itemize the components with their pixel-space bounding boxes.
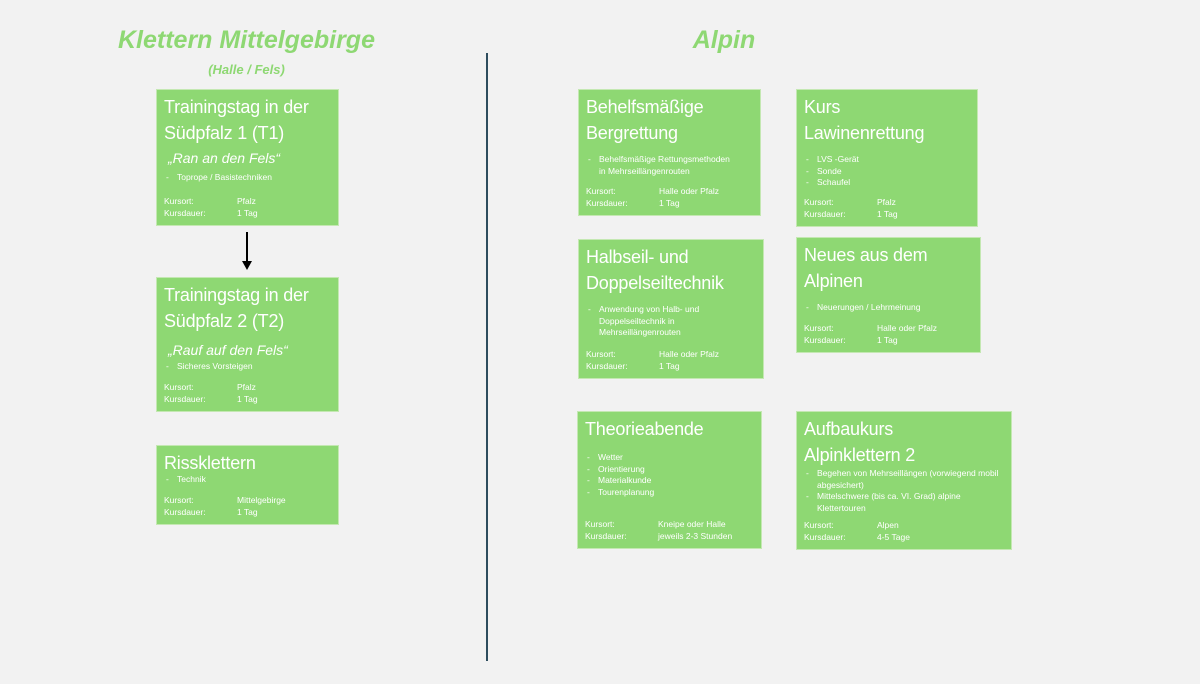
course-meta: Kursort: Kneipe oder Halle Kursdauer: jewe…: [585, 518, 755, 542]
course-title: Trainingstag in der Südpfalz 2 (T2): [164, 285, 309, 331]
course-topics: Neuerungen / Lehrmeinung: [804, 302, 973, 314]
duration-label: Kursdauer:: [804, 335, 846, 345]
location-value: Alpen: [877, 520, 899, 530]
location-value: Mittelgebirge: [237, 495, 286, 505]
duration-label: Kursdauer:: [804, 209, 846, 219]
location-value: Pfalz: [237, 382, 256, 392]
course-topic: Orientierung: [587, 464, 754, 476]
course-card-t2[interactable]: Trainingstag in der Südpfalz 2 (T2) „Rau…: [156, 277, 339, 412]
duration-value: jeweils 2-3 Stunden: [658, 531, 733, 541]
location-value: Pfalz: [237, 196, 256, 206]
location-value: Halle oder Pfalz: [659, 349, 720, 359]
location-label: Kursort:: [804, 323, 834, 333]
duration-label: Kursdauer:: [586, 361, 628, 371]
duration-value: 1 Tag: [237, 208, 258, 218]
location-label: Kursort:: [586, 186, 616, 196]
duration-label: Kursdauer:: [164, 208, 206, 218]
course-card-lawinenrettung[interactable]: Kurs Lawinenrettung LVS -Gerät Sonde Sch…: [796, 89, 978, 227]
duration-label: Kursdauer:: [164, 507, 206, 517]
duration-value: 1 Tag: [237, 507, 258, 517]
course-topic: Begehen von Mehrseillängen (vorwiegend m…: [806, 468, 1000, 491]
connector-arrow-line: [246, 232, 248, 262]
location-label: Kursort:: [586, 349, 616, 359]
course-meta: Kursort: Pfalz Kursdauer: 1 Tag: [164, 381, 332, 405]
section-subtitle-mittelgebirge: (Halle / Fels): [208, 62, 285, 77]
duration-value: 1 Tag: [237, 394, 258, 404]
course-topics: Behelfsmäßige Rettungsmethoden in Mehrse…: [586, 154, 753, 177]
duration-value: 1 Tag: [877, 335, 898, 345]
location-label: Kursort:: [164, 196, 194, 206]
course-card-rissklettern[interactable]: Rissklettern Technik Kursort: Mittelgebir…: [156, 445, 339, 525]
course-meta: Kursort: Halle oder Pfalz Kursdauer: 1 Tag: [586, 348, 757, 372]
course-topic: Sicheres Vorsteigen: [166, 361, 331, 373]
course-card-aufbaukurs-alpinklettern[interactable]: Aufbaukurs Alpinklettern 2 Begehen von M…: [796, 411, 1012, 550]
course-meta: Kursort: Halle oder Pfalz Kursdauer: 1 Tag: [586, 185, 754, 209]
location-label: Kursort:: [804, 197, 834, 207]
course-topic: Mittelschwere (bis ca. VI. Grad) alpine …: [806, 491, 1000, 514]
course-meta: Kursort: Halle oder Pfalz Kursdauer: 1 Tag: [804, 322, 974, 346]
location-label: Kursort:: [585, 519, 615, 529]
course-tagline: „Ran an den Fels“: [168, 150, 281, 166]
course-topic: Wetter: [587, 452, 754, 464]
location-value: Pfalz: [877, 197, 896, 207]
course-topic: Behelfsmäßige Rettungsmethoden in Mehrse…: [588, 154, 733, 177]
course-topics: Sicheres Vorsteigen: [164, 361, 331, 373]
section-title-mittelgebirge: Klettern Mittelgebirge: [118, 26, 375, 54]
location-value: Halle oder Pfalz: [659, 186, 720, 196]
location-value: Halle oder Pfalz: [877, 323, 938, 333]
course-topic: Schaufel: [806, 177, 970, 189]
location-value: Kneipe oder Halle: [658, 519, 726, 529]
course-title: Trainingstag in der Südpfalz 1 (T1): [164, 97, 309, 143]
course-card-bergrettung[interactable]: Behelfsmäßige Bergrettung Behelfsmäßige …: [578, 89, 761, 216]
course-card-t1[interactable]: Trainingstag in der Südpfalz 1 (T1) „Ran…: [156, 89, 339, 226]
course-topic: Tourenplanung: [587, 487, 754, 499]
course-card-seiltechnik[interactable]: Halbseil- und Doppelseiltechnik Anwendun…: [578, 239, 764, 379]
course-topics: Toprope / Basistechniken: [164, 172, 331, 184]
course-topic: LVS -Gerät: [806, 154, 970, 166]
course-meta: Kursort: Pfalz Kursdauer: 1 Tag: [804, 196, 971, 220]
course-topics: LVS -Gerät Sonde Schaufel: [804, 154, 970, 189]
course-topics: Begehen von Mehrseillängen (vorwiegend m…: [804, 468, 1004, 514]
course-title: Rissklettern: [164, 453, 256, 473]
course-card-neues-alpin[interactable]: Neues aus dem Alpinen Neuerungen / Lehrm…: [796, 237, 981, 353]
course-topic: Neuerungen / Lehrmeinung: [806, 302, 973, 314]
arrow-down-icon: [242, 261, 252, 270]
course-meta: Kursort: Mittelgebirge Kursdauer: 1 Tag: [164, 494, 332, 518]
duration-label: Kursdauer:: [164, 394, 206, 404]
location-label: Kursort:: [164, 495, 194, 505]
course-title: Neues aus dem Alpinen: [804, 245, 928, 291]
course-meta: Kursort: Pfalz Kursdauer: 1 Tag: [164, 195, 332, 219]
course-title: Aufbaukurs Alpinklettern 2: [804, 419, 916, 465]
course-topics: Anwendung von Halb- und Doppelseiltechni…: [586, 304, 756, 339]
course-card-theorieabende[interactable]: Theorieabende Wetter Orientierung Materi…: [577, 411, 762, 549]
course-topic: Technik: [166, 474, 331, 486]
duration-label: Kursdauer:: [804, 532, 846, 542]
location-label: Kursort:: [164, 382, 194, 392]
course-topics: Technik: [164, 474, 331, 486]
course-topic: Toprope / Basistechniken: [166, 172, 331, 184]
course-meta: Kursort: Alpen Kursdauer: 4-5 Tage: [804, 519, 1005, 543]
course-topic: Sonde: [806, 166, 970, 178]
course-title: Behelfsmäßige Bergrettung: [586, 97, 704, 143]
duration-value: 4-5 Tage: [877, 532, 910, 542]
course-topic: Materialkunde: [587, 475, 754, 487]
duration-value: 1 Tag: [659, 198, 680, 208]
course-topic: Anwendung von Halb- und Doppelseiltechni…: [588, 304, 736, 339]
course-title: Halbseil- und Doppelseiltechnik: [586, 247, 724, 293]
course-title: Theorieabende: [585, 419, 704, 439]
course-topics: Wetter Orientierung Materialkunde Touren…: [585, 452, 754, 498]
duration-value: 1 Tag: [659, 361, 680, 371]
course-tagline: „Rauf auf den Fels“: [168, 342, 288, 358]
duration-value: 1 Tag: [877, 209, 898, 219]
duration-label: Kursdauer:: [585, 531, 627, 541]
location-label: Kursort:: [804, 520, 834, 530]
section-title-alpin: Alpin: [692, 26, 756, 54]
section-divider: [486, 53, 488, 661]
course-title: Kurs Lawinenrettung: [804, 97, 925, 143]
duration-label: Kursdauer:: [586, 198, 628, 208]
